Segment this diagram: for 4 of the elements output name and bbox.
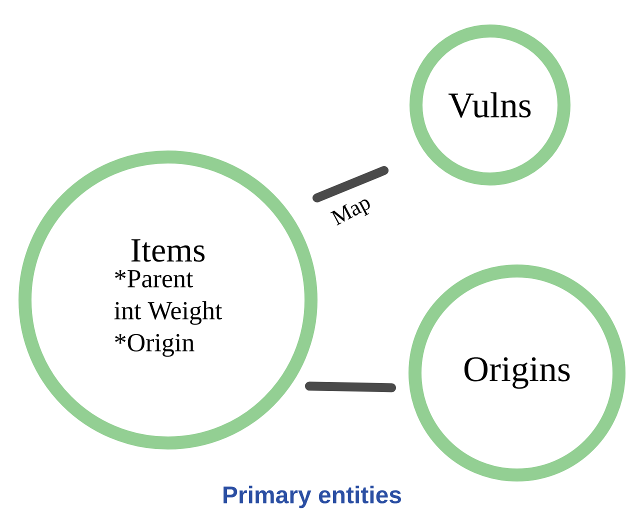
connector <box>312 166 389 202</box>
connector <box>304 382 396 392</box>
edge-label: Map <box>330 199 370 226</box>
caption: Primary entities <box>224 486 402 508</box>
